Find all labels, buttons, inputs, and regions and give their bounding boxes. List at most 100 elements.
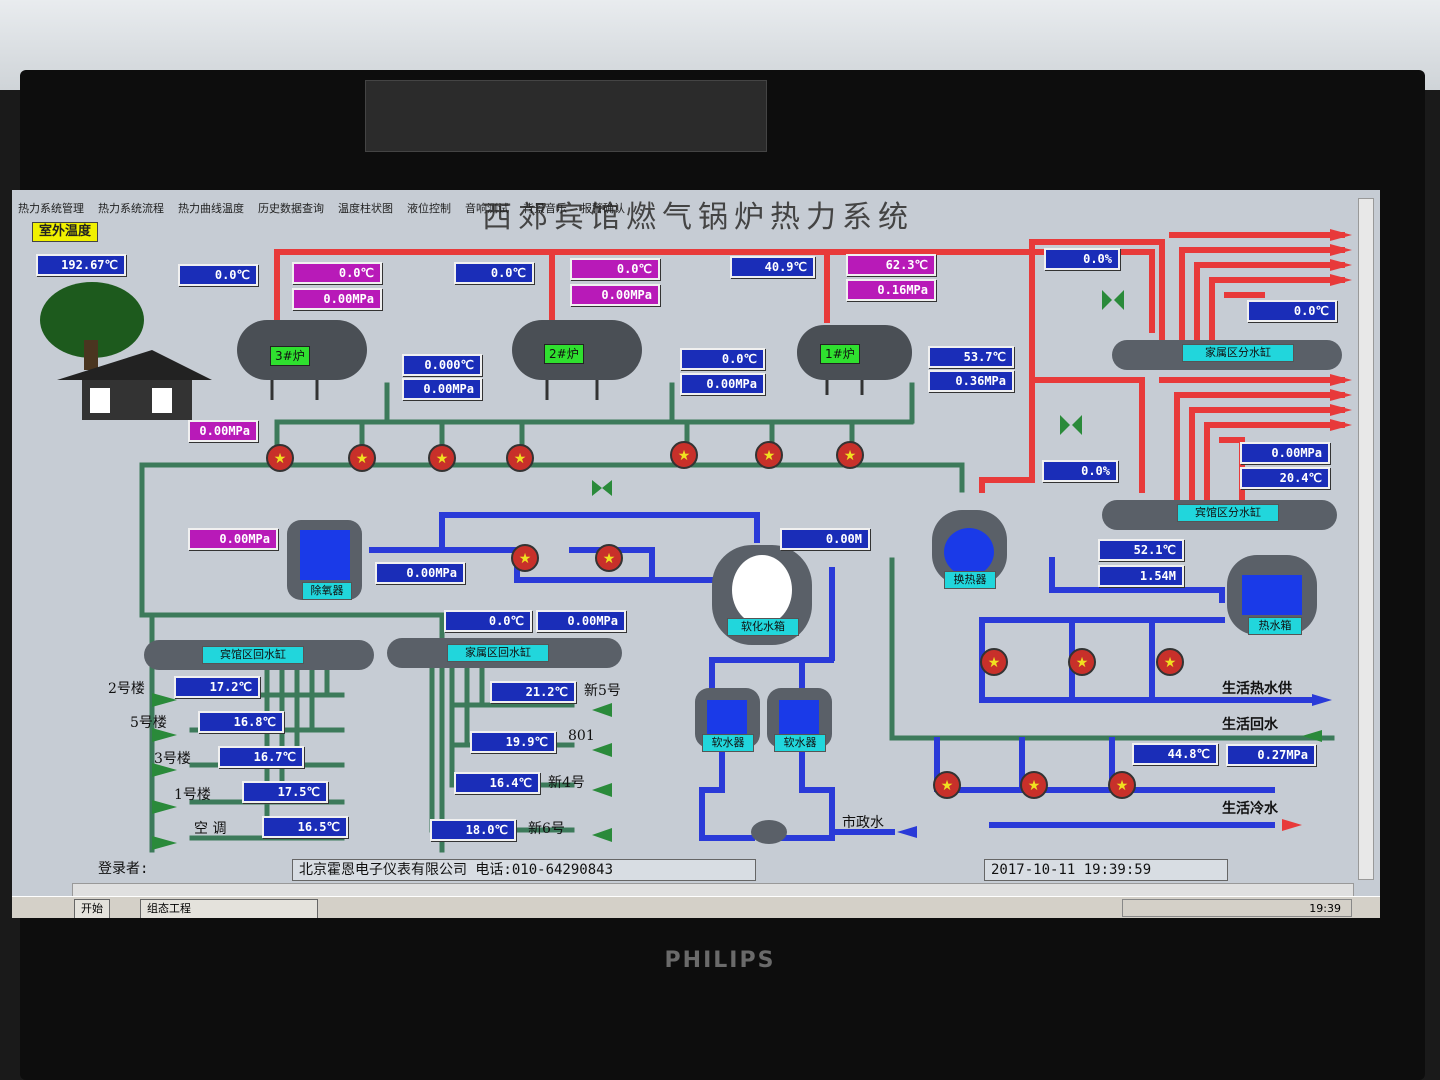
boiler1-label[interactable]: 1#炉 (820, 344, 860, 364)
branch-label: 空 调 (194, 821, 227, 837)
hotel-supply-temp: 20.4℃ (1240, 467, 1330, 489)
valves (592, 290, 1124, 844)
svg-text:★: ★ (844, 448, 857, 464)
svg-text:★: ★ (988, 655, 1001, 671)
exchanger-temp: 52.1℃ (1098, 539, 1184, 561)
svg-text:★: ★ (514, 451, 527, 467)
start-button[interactable]: 开始 (74, 899, 110, 918)
datetime: 2017-10-11 19:39:59 (984, 859, 1228, 881)
branch-temp: 17.2℃ (174, 676, 260, 698)
menu-bar: 热力系统管理 热力系统流程 热力曲线温度 历史数据查询 温度柱状图 液位控制 音… (12, 200, 1380, 216)
boiler3-in-press: 0.00MPa (402, 378, 482, 400)
family-return-temp: 0.0℃ (444, 610, 532, 632)
menu-item-curve[interactable]: 热力曲线温度 (178, 202, 244, 215)
menu-item-sound[interactable]: 音响测试 (465, 202, 509, 215)
system-tray: 19:39 (1122, 899, 1352, 917)
boiler2-label[interactable]: 2#炉 (544, 344, 584, 364)
boiler2-press: 0.00MPa (570, 284, 660, 306)
hot-supply-pipes (274, 232, 1345, 503)
domestic-press: 0.27MPa (1226, 744, 1316, 766)
valve-mid-opening: 0.0% (1042, 460, 1118, 482)
deaerator-press: 0.00MPa (375, 562, 465, 584)
branch-label: 新6号 (528, 821, 565, 837)
taskbar: 开始 组态工程 19:39 (12, 896, 1380, 918)
pumps: ★★★★ ★★★ ★★ ★★★ ★★★ (266, 441, 1184, 799)
boiler1-in-temp: 53.7℃ (928, 346, 1014, 368)
company-info: 北京霍恩电子仪表有限公司 电话:010-64290843 (292, 859, 756, 881)
horizontal-scrollbar[interactable] (72, 883, 1354, 897)
softener-2-label[interactable]: 软水器 (774, 734, 826, 752)
family-return-press: 0.00MPa (536, 610, 626, 632)
exchanger-level: 1.54M (1098, 565, 1184, 587)
svg-text:★: ★ (1028, 778, 1041, 794)
deaerator-left-press: 0.00MPa (188, 528, 278, 550)
boiler2-in-press: 0.00MPa (680, 373, 765, 395)
tanks (287, 510, 1317, 748)
hotel-supply-manifold[interactable]: 宾馆区分水缸 (1177, 504, 1279, 522)
branch-temp: 19.9℃ (470, 731, 556, 753)
flow-arrows (152, 229, 1352, 850)
boiler3-out-temp: 0.0℃ (178, 264, 258, 286)
menu-item-alarm[interactable]: 报警确认 (581, 202, 625, 215)
hotel-supply-press: 0.00MPa (1240, 442, 1330, 464)
deaerator-label[interactable]: 除氧器 (302, 582, 352, 600)
soft-tank-label[interactable]: 软化水箱 (727, 618, 799, 636)
domestic-hot-label: 生活热水供 (1222, 681, 1292, 697)
soft-tank-level: 0.00M (780, 528, 870, 550)
svg-text:★: ★ (763, 448, 776, 464)
hotel-return-manifold[interactable]: 宾馆区回水缸 (202, 646, 304, 664)
branch-temp: 17.5℃ (242, 781, 328, 803)
domestic-temp: 44.8℃ (1132, 743, 1218, 765)
branch-temp: 18.0℃ (430, 819, 516, 841)
boiler2-in-temp: 0.0℃ (680, 348, 765, 370)
menu-item-music[interactable]: 背景音乐 (523, 202, 567, 215)
menu-item-history[interactable]: 历史数据查询 (258, 202, 324, 215)
outdoor-scene (40, 282, 212, 420)
menu-item-flow[interactable]: 热力系统流程 (98, 202, 164, 215)
outdoor-temp-label: 室外温度 (32, 222, 99, 242)
boiler2-temp: 0.0℃ (570, 258, 660, 280)
branch-temp: 16.4℃ (454, 772, 540, 794)
domestic-cold-label: 生活冷水 (1222, 801, 1278, 817)
svg-text:★: ★ (678, 448, 691, 464)
login-label: 登录者: (98, 861, 149, 877)
vertical-scrollbar[interactable] (1358, 198, 1374, 880)
process-diagram: ★★★★ ★★★ ★★ ★★★ ★★★ (40, 229, 1352, 853)
boiler3-temp: 0.0℃ (292, 262, 382, 284)
branch-temp: 16.5℃ (262, 816, 348, 838)
family-return-manifold[interactable]: 家属区回水缸 (447, 644, 549, 662)
svg-text:★: ★ (603, 551, 616, 567)
branch-label: 2号楼 (108, 681, 145, 697)
hot-tank-label[interactable]: 热水箱 (1248, 617, 1302, 635)
svg-text:★: ★ (1164, 655, 1177, 671)
boiler1-in-press: 0.36MPa (928, 370, 1014, 392)
menu-item-system[interactable]: 热力系统管理 (18, 202, 84, 215)
menu-item-bar[interactable]: 温度柱状图 (338, 202, 393, 215)
monitor-brand: PHILIPS (664, 948, 776, 973)
boiler1-out-temp: 40.9℃ (730, 256, 815, 278)
page-title: 西郊宾馆燃气锅炉热力系统 (482, 200, 914, 235)
outdoor-temp-value: 192.67℃ (36, 254, 126, 276)
boiler3-press: 0.00MPa (292, 288, 382, 310)
boiler1-temp: 62.3℃ (846, 254, 936, 276)
svg-text:★: ★ (356, 451, 369, 467)
branch-label: 801 (568, 728, 595, 744)
valve-top-opening: 0.0% (1044, 248, 1120, 270)
boiler3-label[interactable]: 3#炉 (270, 346, 310, 366)
menu-item-level[interactable]: 液位控制 (407, 202, 451, 215)
scada-screen: 西郊宾馆燃气锅炉热力系统 热力系统管理 热力系统流程 热力曲线温度 历史数据查询… (12, 190, 1380, 918)
exchanger-label[interactable]: 换热器 (944, 571, 996, 589)
branch-label: 新5号 (584, 683, 621, 699)
branch-label: 新4号 (548, 775, 585, 791)
branch-temp: 16.7℃ (218, 746, 304, 768)
svg-text:★: ★ (1076, 655, 1089, 671)
branch-label: 1号楼 (174, 787, 211, 803)
svg-text:★: ★ (1116, 778, 1129, 794)
status-bar: 登录者: 北京霍恩电子仪表有限公司 电话:010-64290843 2017-1… (82, 856, 1352, 882)
softener-1-label[interactable]: 软水器 (702, 734, 754, 752)
branch-label: 5号楼 (130, 715, 167, 731)
clock: 19:39 (1309, 902, 1341, 915)
svg-text:★: ★ (436, 451, 449, 467)
family-supply-manifold[interactable]: 家属区分水缸 (1182, 344, 1294, 362)
taskbar-app[interactable]: 组态工程 (140, 899, 318, 918)
